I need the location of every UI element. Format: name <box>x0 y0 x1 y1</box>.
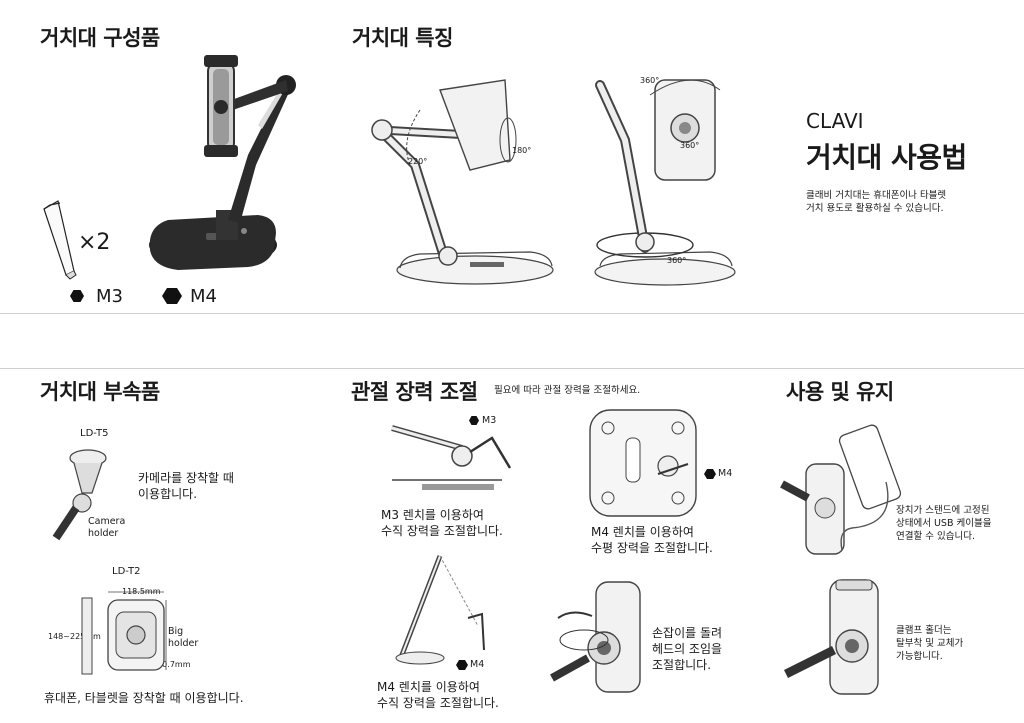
tension-m4-arm-tag: M4 <box>470 659 485 670</box>
big-holder-image <box>81 591 167 675</box>
tension-arm-illustration <box>395 555 485 665</box>
knob-desc-line3: 조절합니다. <box>652 658 712 672</box>
wrench-m3-label: M3 <box>96 286 123 307</box>
t2-label-line1: Big <box>168 626 184 637</box>
tension-m3-desc-line2: 수직 장력을 조절합니다. <box>381 524 503 538</box>
components-title: 거치대 구성품 <box>40 26 160 50</box>
hex-m3-icon <box>70 290 84 302</box>
feature-illustration-2 <box>594 79 736 286</box>
t2-dim-range: 148~225mm <box>48 632 101 641</box>
t2-dim-width: 118.5mm <box>122 587 161 596</box>
tension-m3-desc-line1: M3 렌치를 이용하여 <box>381 508 484 522</box>
tension-base-illustration <box>589 409 697 517</box>
t5-model-label: LD-T5 <box>80 428 109 439</box>
tension-m4-base-desc-line1: M4 렌치를 이용하여 <box>591 525 694 539</box>
usb-desc-line3: 연결할 수 있습니다. <box>896 531 975 542</box>
tension-subtitle: 필요에 따라 관절 장력을 조절하세요. <box>494 385 641 396</box>
tension-m3-hex-icon <box>469 416 479 425</box>
rotation-360-top-label: 360° <box>640 76 660 85</box>
divider-bottom <box>0 368 1024 369</box>
knob-desc-line2: 헤드의 조임을 <box>652 642 723 656</box>
hex-wrench-illustration <box>43 200 77 280</box>
t2-model-label: LD-T2 <box>112 566 141 577</box>
hex-m4-icon <box>162 288 182 304</box>
tension-m3-illustration <box>391 425 512 490</box>
tension-m4-base-tag: M4 <box>718 468 733 479</box>
tension-m4-arm-hex-icon <box>456 660 468 670</box>
usage-desc-line1: 클래비 거치대는 휴대폰이나 타블렛 <box>806 190 947 201</box>
usage-title: 거치대 사용법 <box>806 141 967 174</box>
tension-m4-arm-desc-line1: M4 렌치를 이용하여 <box>377 680 480 694</box>
clamp-desc-line2: 탈부착 및 교체가 <box>896 638 964 649</box>
stand-product-image <box>149 55 296 270</box>
wrench-m4-label: M4 <box>190 286 217 307</box>
angle-180-label: 180° <box>512 146 532 155</box>
clamp-holder-illustration <box>783 579 879 695</box>
feature-illustration-1 <box>371 79 554 285</box>
rotation-360-mid-label: 360° <box>680 141 700 150</box>
rotation-360-base-label: 360° <box>667 256 687 265</box>
knob-desc-line1: 손잡이를 돌려 <box>652 626 723 640</box>
tension-m4-arm-desc-line2: 수직 장력을 조절합니다. <box>377 696 499 710</box>
wrench-quantity: ×2 <box>78 230 111 255</box>
camera-holder-image <box>52 449 107 541</box>
clamp-desc-line3: 가능합니다. <box>896 651 943 662</box>
knob-illustration <box>550 581 641 693</box>
usb-desc-line2: 상태에서 USB 케이블을 <box>896 518 992 529</box>
t5-label-line2: holder <box>88 528 119 539</box>
accessories-title: 거치대 부속품 <box>40 380 160 404</box>
tension-m4-base-hex-icon <box>704 469 716 479</box>
maintenance-title: 사용 및 유지 <box>786 380 894 404</box>
tension-m4-base-desc-line2: 수평 장력을 조절합니다. <box>591 541 713 555</box>
t2-label-line2: holder <box>168 638 199 649</box>
t5-label-line1: Camera <box>88 516 126 527</box>
tension-m3-tag: M3 <box>482 415 497 426</box>
features-title: 거치대 특징 <box>352 26 453 50</box>
t5-desc-line2: 이용합니다. <box>138 487 198 501</box>
usb-desc-line1: 장치가 스탠드에 고정된 <box>896 505 990 516</box>
angle-220-label: 220° <box>408 157 428 166</box>
t2-desc: 휴대폰, 타블렛을 장착할 때 이용합니다. <box>44 691 244 705</box>
divider-top <box>0 313 1024 314</box>
clamp-desc-line1: 클램프 홀더는 <box>896 625 952 636</box>
t2-dim-height: 170.7mm <box>152 660 191 669</box>
usb-cable-illustration <box>780 424 902 555</box>
brand-name: CLAVI <box>806 109 864 133</box>
tension-title: 관절 장력 조절 <box>351 380 478 404</box>
usage-desc-line2: 거치 용도로 활용하실 수 있습니다. <box>806 203 944 214</box>
t5-desc-line1: 카메라를 장착할 때 <box>138 471 234 485</box>
